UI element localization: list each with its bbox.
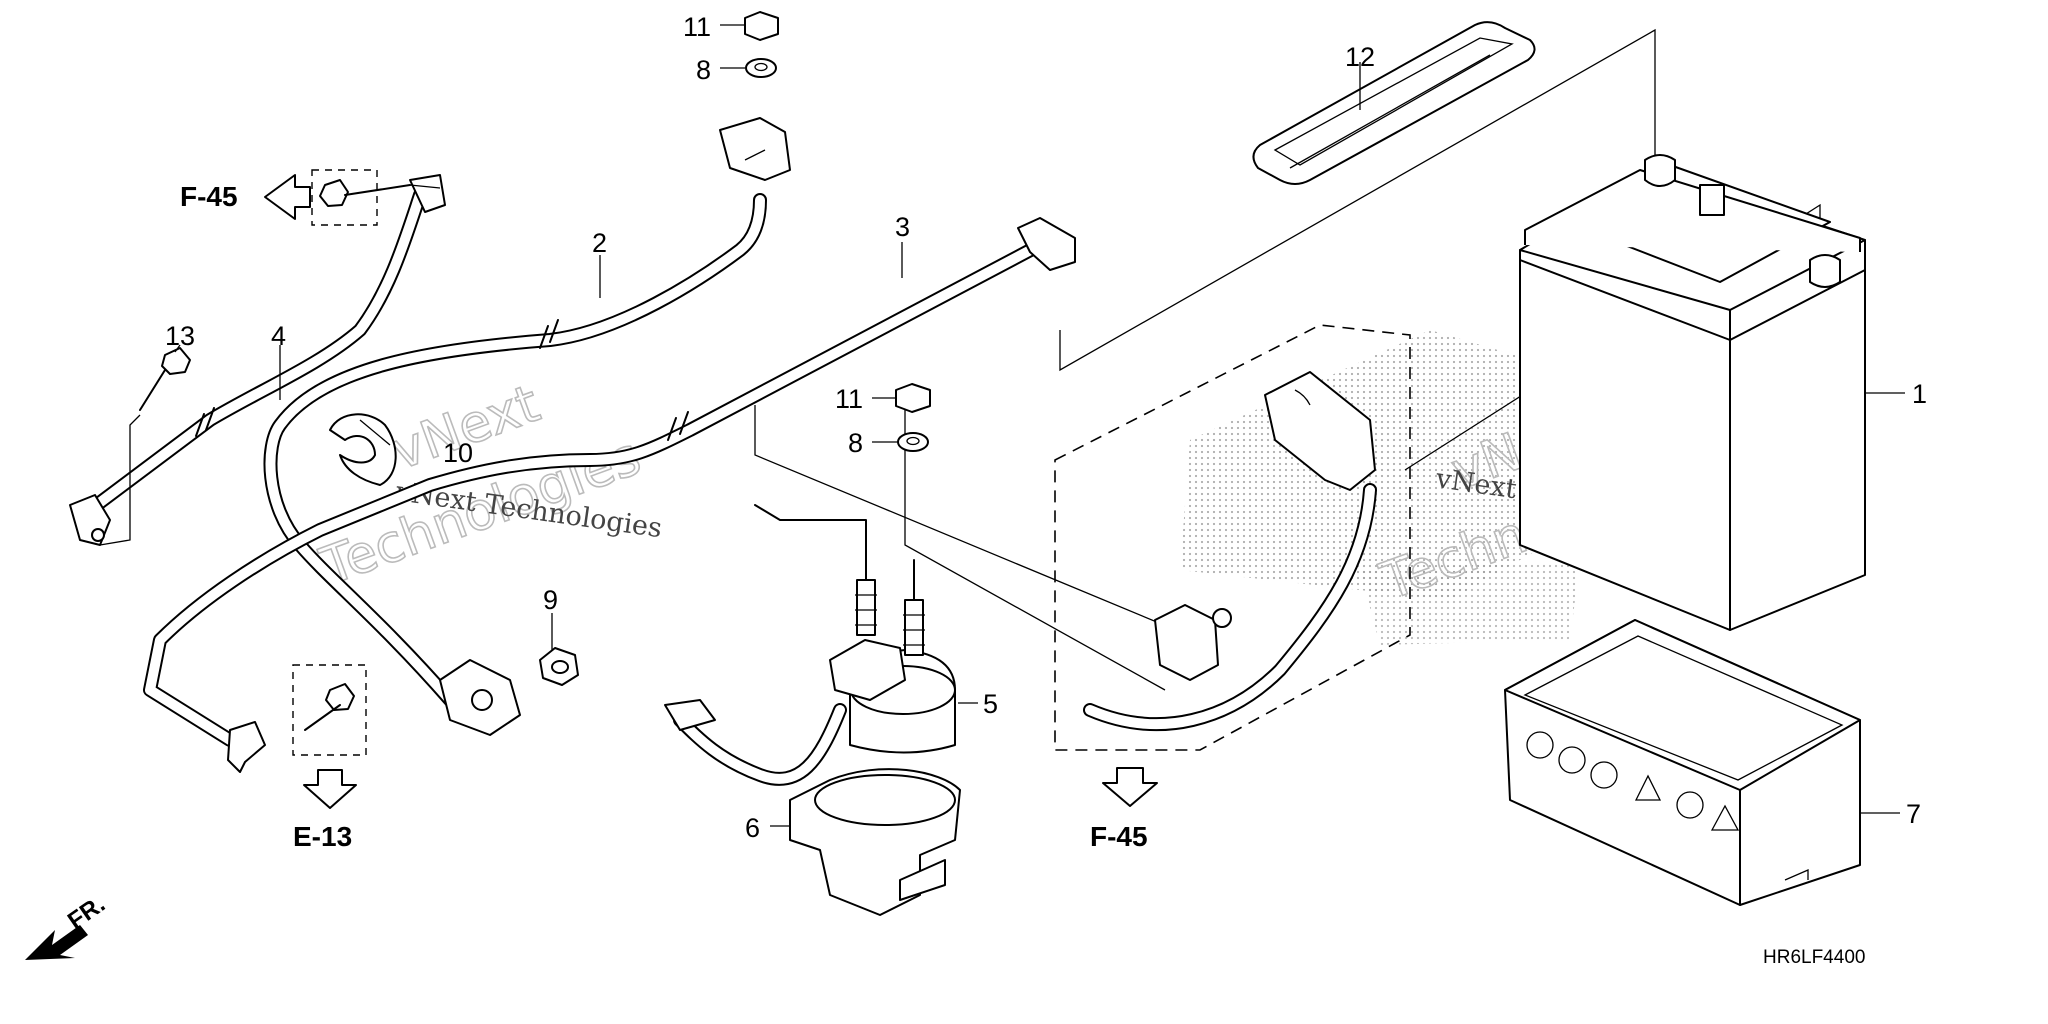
battery-band — [1252, 21, 1536, 185]
front-marker-label: FR. — [63, 891, 110, 935]
front-arrow — [25, 925, 88, 960]
nut-washer-stack-middle — [895, 383, 931, 452]
callout-4: 4 — [271, 321, 286, 351]
earth-cable — [69, 174, 446, 546]
relay-holder — [789, 768, 961, 916]
battery-box — [1504, 619, 1861, 906]
ref-label-f45-top: F-45 — [180, 181, 238, 212]
callout-13: 13 — [165, 321, 195, 351]
ref-label-e13: E-13 — [293, 821, 352, 852]
callout-8-middle: 8 — [848, 428, 863, 458]
diagram-code: HR6LF4400 — [1763, 947, 1865, 968]
callout-11-top: 11 — [683, 12, 711, 42]
callout-7: 7 — [1906, 799, 1921, 829]
starter-relay — [664, 504, 956, 786]
callout-leaders — [174, 24, 1905, 827]
battery — [1519, 154, 1866, 631]
recycling-symbols — [1526, 731, 1740, 831]
callout-5: 5 — [983, 689, 998, 719]
top-bolt-assembly — [311, 169, 441, 226]
negative-cable — [143, 217, 1076, 773]
dashed-assembly-outline — [1054, 324, 1411, 751]
bottom-bolt-assembly — [292, 664, 367, 756]
callout-2: 2 — [592, 228, 607, 258]
watermark-left: vNext Technologies vNext Technologies — [312, 373, 664, 598]
nut-washer-stack-top — [744, 11, 779, 78]
positive-cable — [263, 117, 791, 736]
callout-9: 9 — [543, 585, 558, 615]
ref-arrow-f45-bottom — [1102, 767, 1158, 807]
callout-6: 6 — [745, 813, 760, 843]
bolt-13 — [99, 347, 191, 546]
ref-arrow-f45-top — [264, 174, 311, 220]
battery-side-wiring — [1083, 371, 1377, 732]
callout-1: 1 — [1912, 379, 1927, 409]
ref-label-f45-bottom: F-45 — [1090, 821, 1148, 852]
callout-3: 3 — [895, 212, 910, 242]
callout-12: 12 — [1345, 42, 1375, 72]
callout-11-middle: 11 — [835, 384, 863, 414]
callout-8-top: 8 — [696, 55, 711, 85]
cable-band — [329, 413, 397, 486]
callout-10: 10 — [443, 438, 473, 468]
ref-arrow-e13 — [303, 769, 357, 809]
grommet — [539, 647, 579, 686]
